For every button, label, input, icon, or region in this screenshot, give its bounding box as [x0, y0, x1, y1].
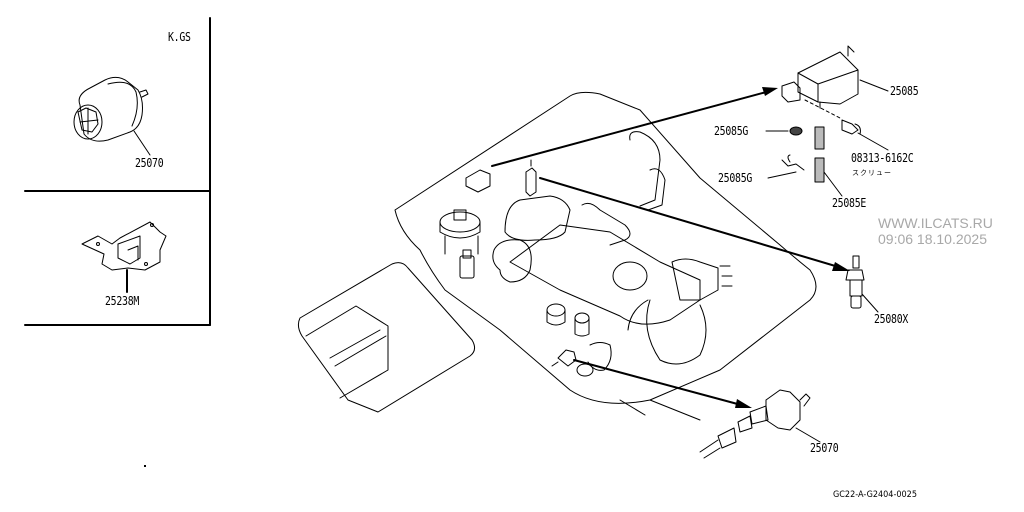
- part-label-08313-6162c[interactable]: 08313-6162C: [851, 151, 914, 165]
- part-label-25070-inset[interactable]: 25070: [135, 156, 164, 170]
- screw-jp-label: スクリュー: [852, 169, 892, 177]
- inset-sender-drawing: [73, 76, 151, 156]
- part-label-25070[interactable]: 25070: [810, 441, 839, 455]
- oil-sender-drawing: [699, 389, 821, 459]
- battery-drawing: [297, 262, 476, 413]
- temp-switch-drawing: [845, 255, 879, 313]
- watermark: WWW.ILCATS.RU 09:06 18.10.2025: [878, 215, 993, 247]
- drawing-code: GC22-A-G2404-0025: [833, 490, 917, 500]
- part-label-25080x[interactable]: 25080X: [874, 312, 909, 326]
- part-label-25085[interactable]: 25085: [890, 84, 919, 98]
- watermark-datetime: 09:06 18.10.2025: [878, 231, 987, 247]
- relay-drawing: [781, 45, 889, 119]
- screw-drawing: [841, 119, 889, 151]
- clip-drawing: [767, 154, 805, 179]
- part-label-25085g-grommet[interactable]: 25085G: [714, 124, 749, 138]
- part-label-25085g-clip[interactable]: 25085G: [718, 171, 753, 185]
- leader-arrows: [491, 87, 850, 408]
- inset-bracket-drawing: [81, 221, 167, 293]
- part-label-25238m[interactable]: 25238M: [105, 294, 140, 308]
- part-label-25085e[interactable]: 25085E: [832, 196, 867, 210]
- variant-label: K.GS: [168, 30, 191, 44]
- sleeve-drawing: [814, 126, 843, 197]
- inset-frame: [24, 17, 211, 326]
- speck: [144, 465, 146, 467]
- engine-bay-drawing: [394, 91, 817, 421]
- watermark-site: WWW.ILCATS.RU: [878, 215, 993, 231]
- grommet-drawing: [765, 126, 803, 136]
